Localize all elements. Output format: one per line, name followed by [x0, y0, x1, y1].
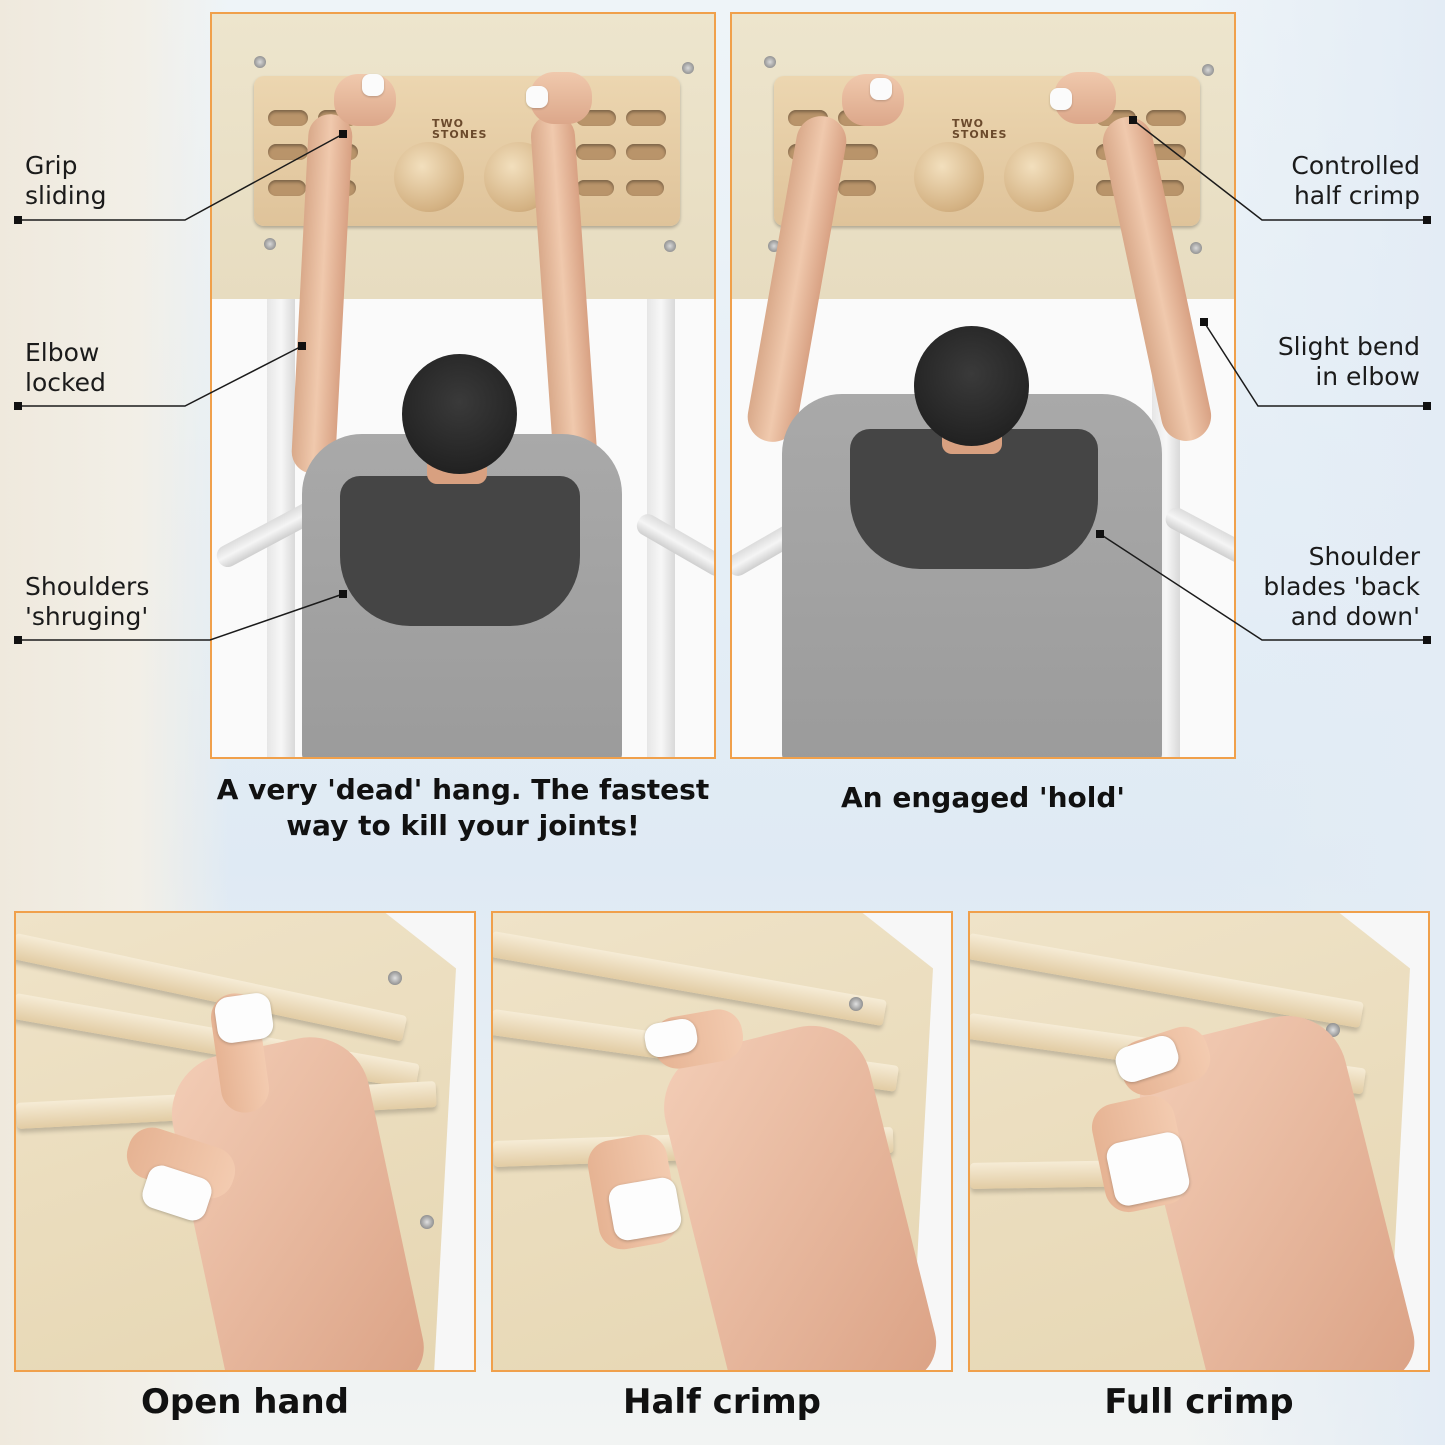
bolt	[264, 238, 276, 250]
caption-open-hand: Open hand	[140, 1382, 350, 1422]
caption-half-crimp: Half crimp	[622, 1382, 822, 1422]
half-crimp-photo	[491, 911, 953, 1372]
caption-full-crimp: Full crimp	[1104, 1382, 1294, 1422]
bolt	[764, 56, 776, 68]
callout-controlled-half-crimp: Controlled half crimp	[1291, 151, 1420, 210]
callout-slight-bend: Slight bend in elbow	[1277, 332, 1420, 391]
bolt	[682, 62, 694, 74]
callout-elbow-locked: Elbow locked	[25, 338, 106, 397]
head	[914, 326, 1029, 446]
callout-grip-sliding: Grip sliding	[25, 151, 107, 210]
callout-shoulders-shruging: Shoulders 'shruging'	[25, 572, 150, 631]
bolt	[420, 1215, 434, 1229]
bolt	[1202, 64, 1214, 76]
bolt	[1190, 242, 1202, 254]
full-crimp-photo	[968, 911, 1430, 1372]
head	[402, 354, 517, 474]
caption-dead-hang: A very 'dead' hang. The fastest way to k…	[216, 773, 710, 842]
open-hand-photo	[14, 911, 476, 1372]
callout-shoulder-blades: Shoulder blades 'back and down'	[1263, 542, 1420, 631]
bolt	[664, 240, 676, 252]
bolt	[849, 997, 863, 1011]
bolt	[388, 971, 402, 985]
finger-tape	[213, 991, 275, 1045]
caption-engaged-hold: An engaged 'hold'	[841, 781, 1125, 814]
bolt	[254, 56, 266, 68]
thumb-tape	[606, 1175, 684, 1243]
shirt-yoke	[340, 476, 580, 626]
